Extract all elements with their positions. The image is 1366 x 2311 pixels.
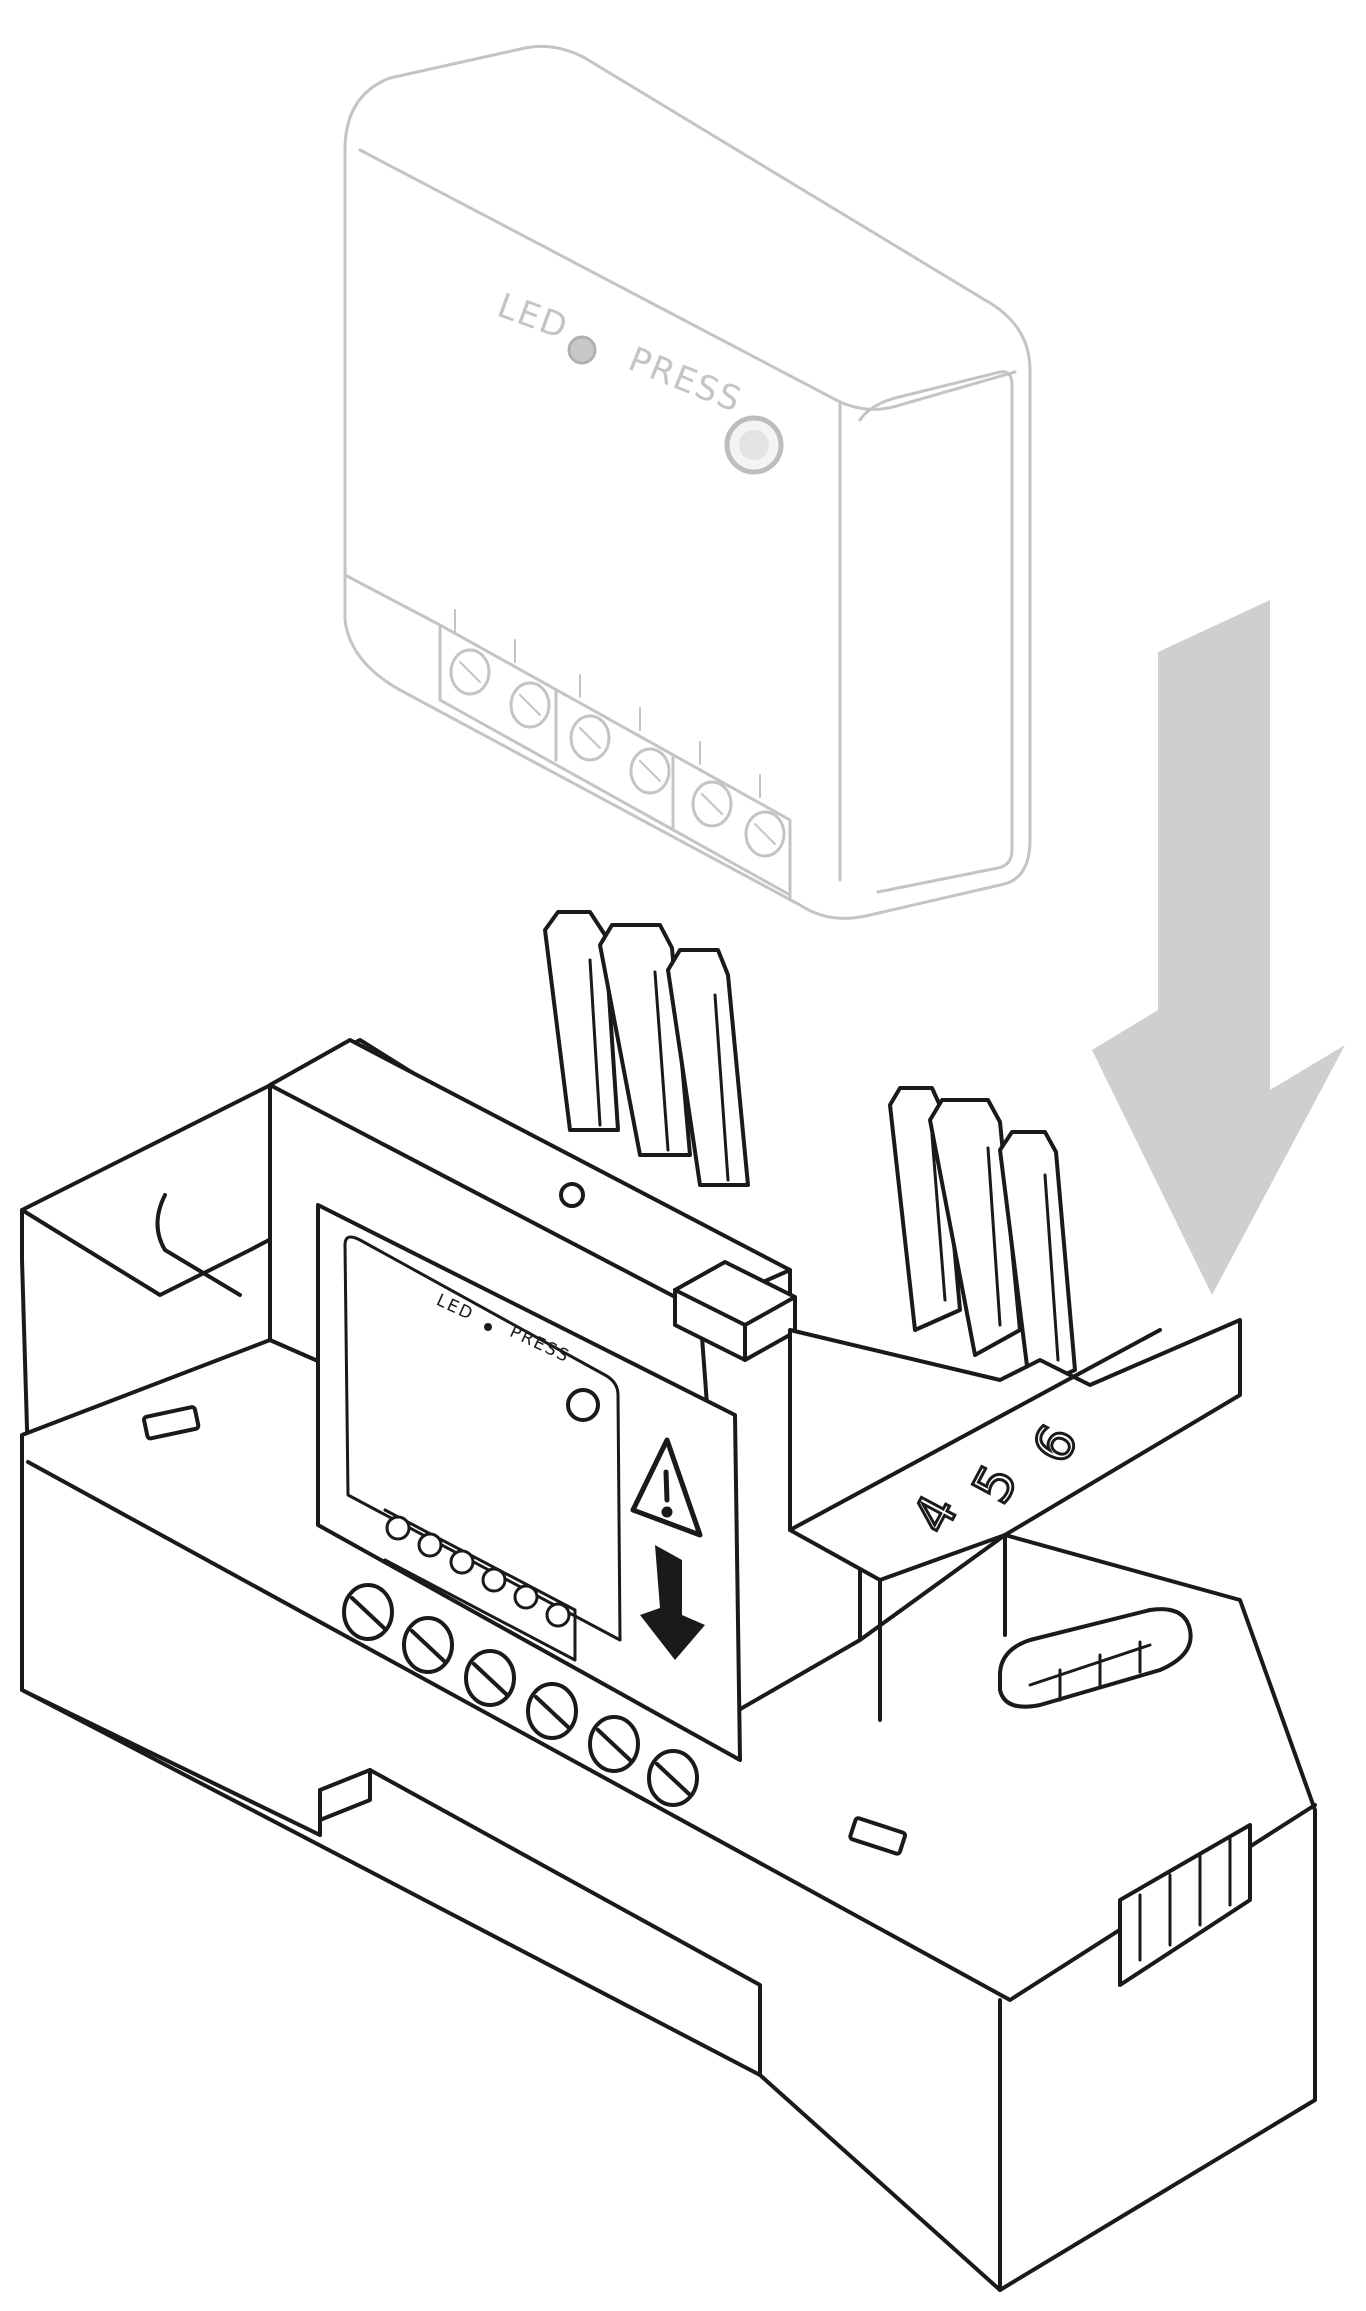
- base-top-hole: [559, 1182, 585, 1208]
- base-window-press-button: [566, 1388, 600, 1422]
- window-down-arrow-icon: [640, 1545, 705, 1660]
- base-window-terminals: [385, 1515, 571, 1628]
- base-right-step-face: [788, 1328, 1162, 1722]
- base-vent-left: [142, 1405, 201, 1441]
- base-top-tab-edge: [673, 1288, 797, 1362]
- base-terminal-screw-slots: [350, 1596, 691, 1796]
- module-press-button-inner: [739, 430, 769, 460]
- module-led-icon: [567, 335, 597, 365]
- base-oval-slot-inner: [1028, 1640, 1152, 1702]
- warning-triangle-icon: [630, 1437, 703, 1538]
- down-arrow-icon: [1092, 600, 1345, 1295]
- module-terminal-dividers: [554, 688, 675, 832]
- base-left-inner-slot: [155, 1193, 242, 1297]
- base-side-latch-ribs: [1138, 1836, 1232, 1962]
- base-clip-left-lines: [588, 958, 730, 1182]
- mini-module: [343, 44, 1032, 920]
- base-window-led-icon: [484, 1323, 492, 1331]
- module-screw-slots: [459, 661, 776, 845]
- module-side-bevel: [858, 370, 1014, 894]
- base-clip-left-c: [666, 948, 750, 1187]
- base-front-bottom-edge: [20, 1688, 1002, 2292]
- base-window-terminal-row: [383, 1508, 577, 1662]
- module-terminal-ticks: [454, 609, 761, 798]
- base-vent-right: [848, 1816, 908, 1856]
- base-right-step: [788, 1318, 1242, 1582]
- din-base: [20, 910, 1317, 2292]
- base-clip-right-lines: [930, 1133, 1060, 1362]
- base-rail-notch: [318, 1768, 372, 1837]
- base-oval-slot: [998, 1607, 1193, 1709]
- base-window-screen: [343, 1235, 622, 1642]
- base-side-latch: [1118, 1823, 1252, 1987]
- module-body-outline: [343, 44, 1032, 920]
- base-clip-left-b: [598, 923, 692, 1157]
